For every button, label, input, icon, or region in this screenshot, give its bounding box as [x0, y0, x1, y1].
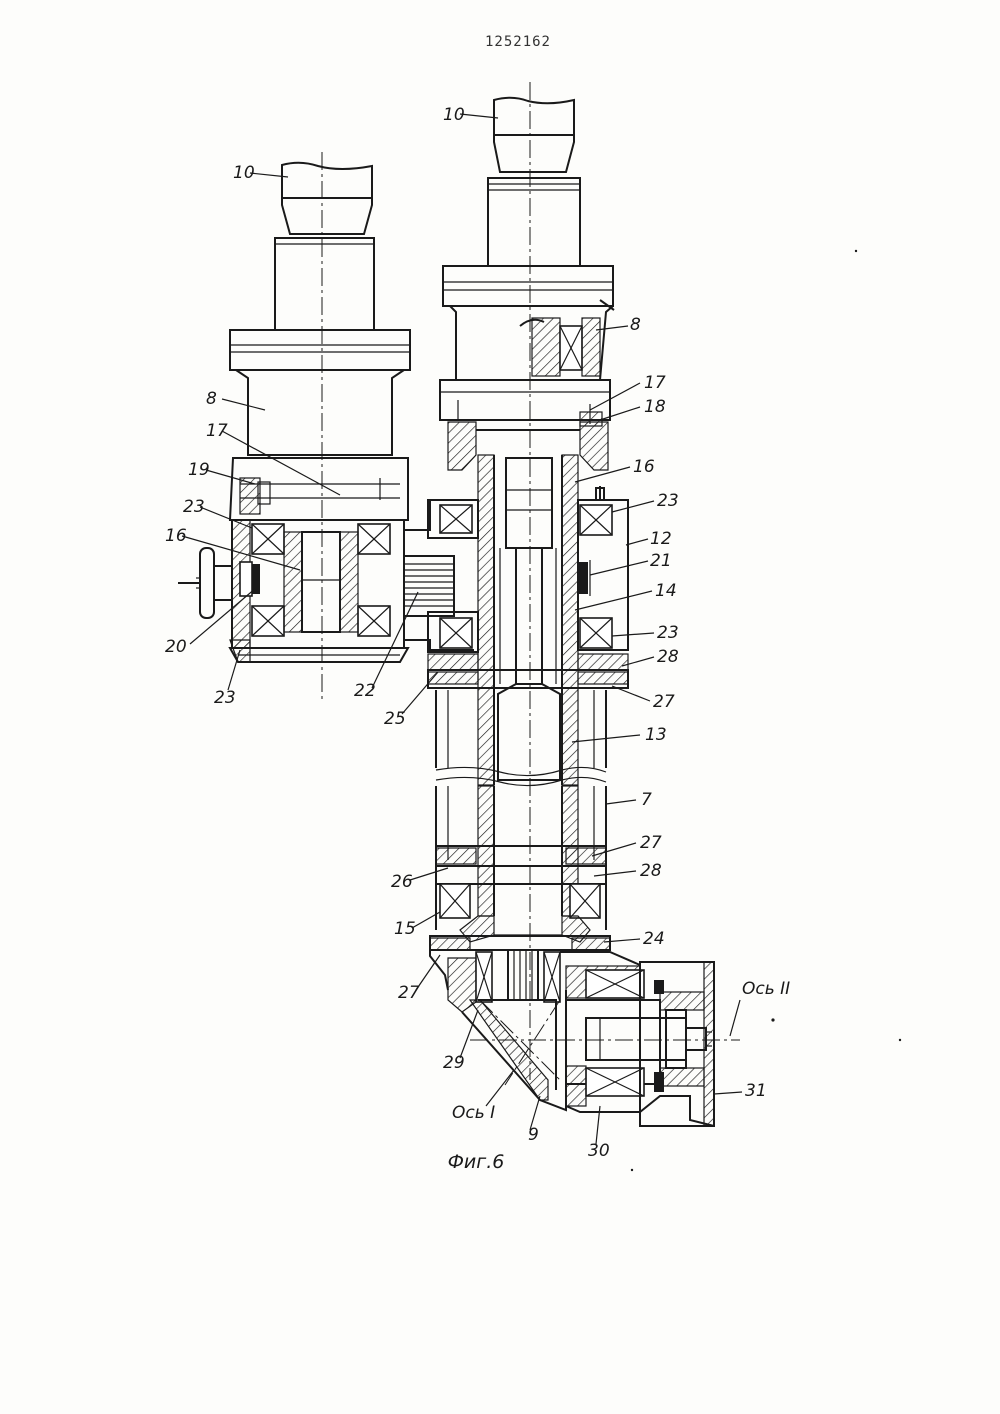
callout-left-29: 29	[443, 1053, 465, 1073]
callout-top-right-10: 10	[443, 105, 465, 125]
callout-right-24: 24	[643, 929, 665, 949]
callout-right-16: 16	[633, 457, 655, 477]
callout-right-13: 13	[645, 725, 667, 745]
callout-right-21: 21	[650, 551, 672, 571]
gear-22-teeth	[404, 564, 454, 606]
callout-left-27: 27	[398, 983, 420, 1003]
callout-top-left-10: 10	[233, 163, 255, 183]
callout-right-31: 31	[745, 1081, 767, 1101]
callout-left-23-a: 23	[183, 497, 205, 517]
callout-left-25: 25	[384, 709, 406, 729]
left-upper-bearings	[252, 524, 390, 554]
figure-caption: Фиг.6	[448, 1151, 505, 1173]
callout-left-15: 15	[394, 919, 416, 939]
callout-left-8: 8	[206, 389, 217, 409]
callout-right-23-a: 23	[657, 491, 679, 511]
callout-right-28-a: 28	[657, 647, 679, 667]
callout-bottom-9: 9	[528, 1125, 539, 1145]
callout-right-27-a: 27	[653, 692, 675, 712]
callout-right-18: 18	[644, 397, 666, 417]
callout-axis-1-label: Ось I	[452, 1103, 495, 1123]
callout-right-8: 8	[630, 315, 641, 335]
patent-number: 1252162	[485, 34, 551, 50]
callout-right-14: 14	[655, 581, 677, 601]
callout-left-23-b: 23	[214, 688, 236, 708]
callout-right-27-b: 27	[640, 833, 662, 853]
bevel-gear-head	[430, 950, 714, 1126]
callout-right-28-b: 28	[640, 861, 662, 881]
callout-bottom-30: 30	[588, 1141, 610, 1161]
callout-left-26: 26	[391, 872, 413, 892]
callout-left-19: 19	[188, 460, 210, 480]
callout-left-22: 22	[354, 681, 376, 701]
callout-left-20: 20	[165, 637, 187, 657]
callout-left-17: 17	[206, 421, 228, 441]
callout-axis-2-label: Ось II	[742, 979, 790, 999]
callout-right-7: 7	[641, 790, 652, 810]
right-spindle-unit	[428, 98, 628, 950]
adjust-knob	[178, 548, 232, 618]
callout-right-12: 12	[650, 529, 672, 549]
callout-right-17: 17	[644, 373, 666, 393]
callout-left-16: 16	[165, 526, 187, 546]
callout-right-23-b: 23	[657, 623, 679, 643]
